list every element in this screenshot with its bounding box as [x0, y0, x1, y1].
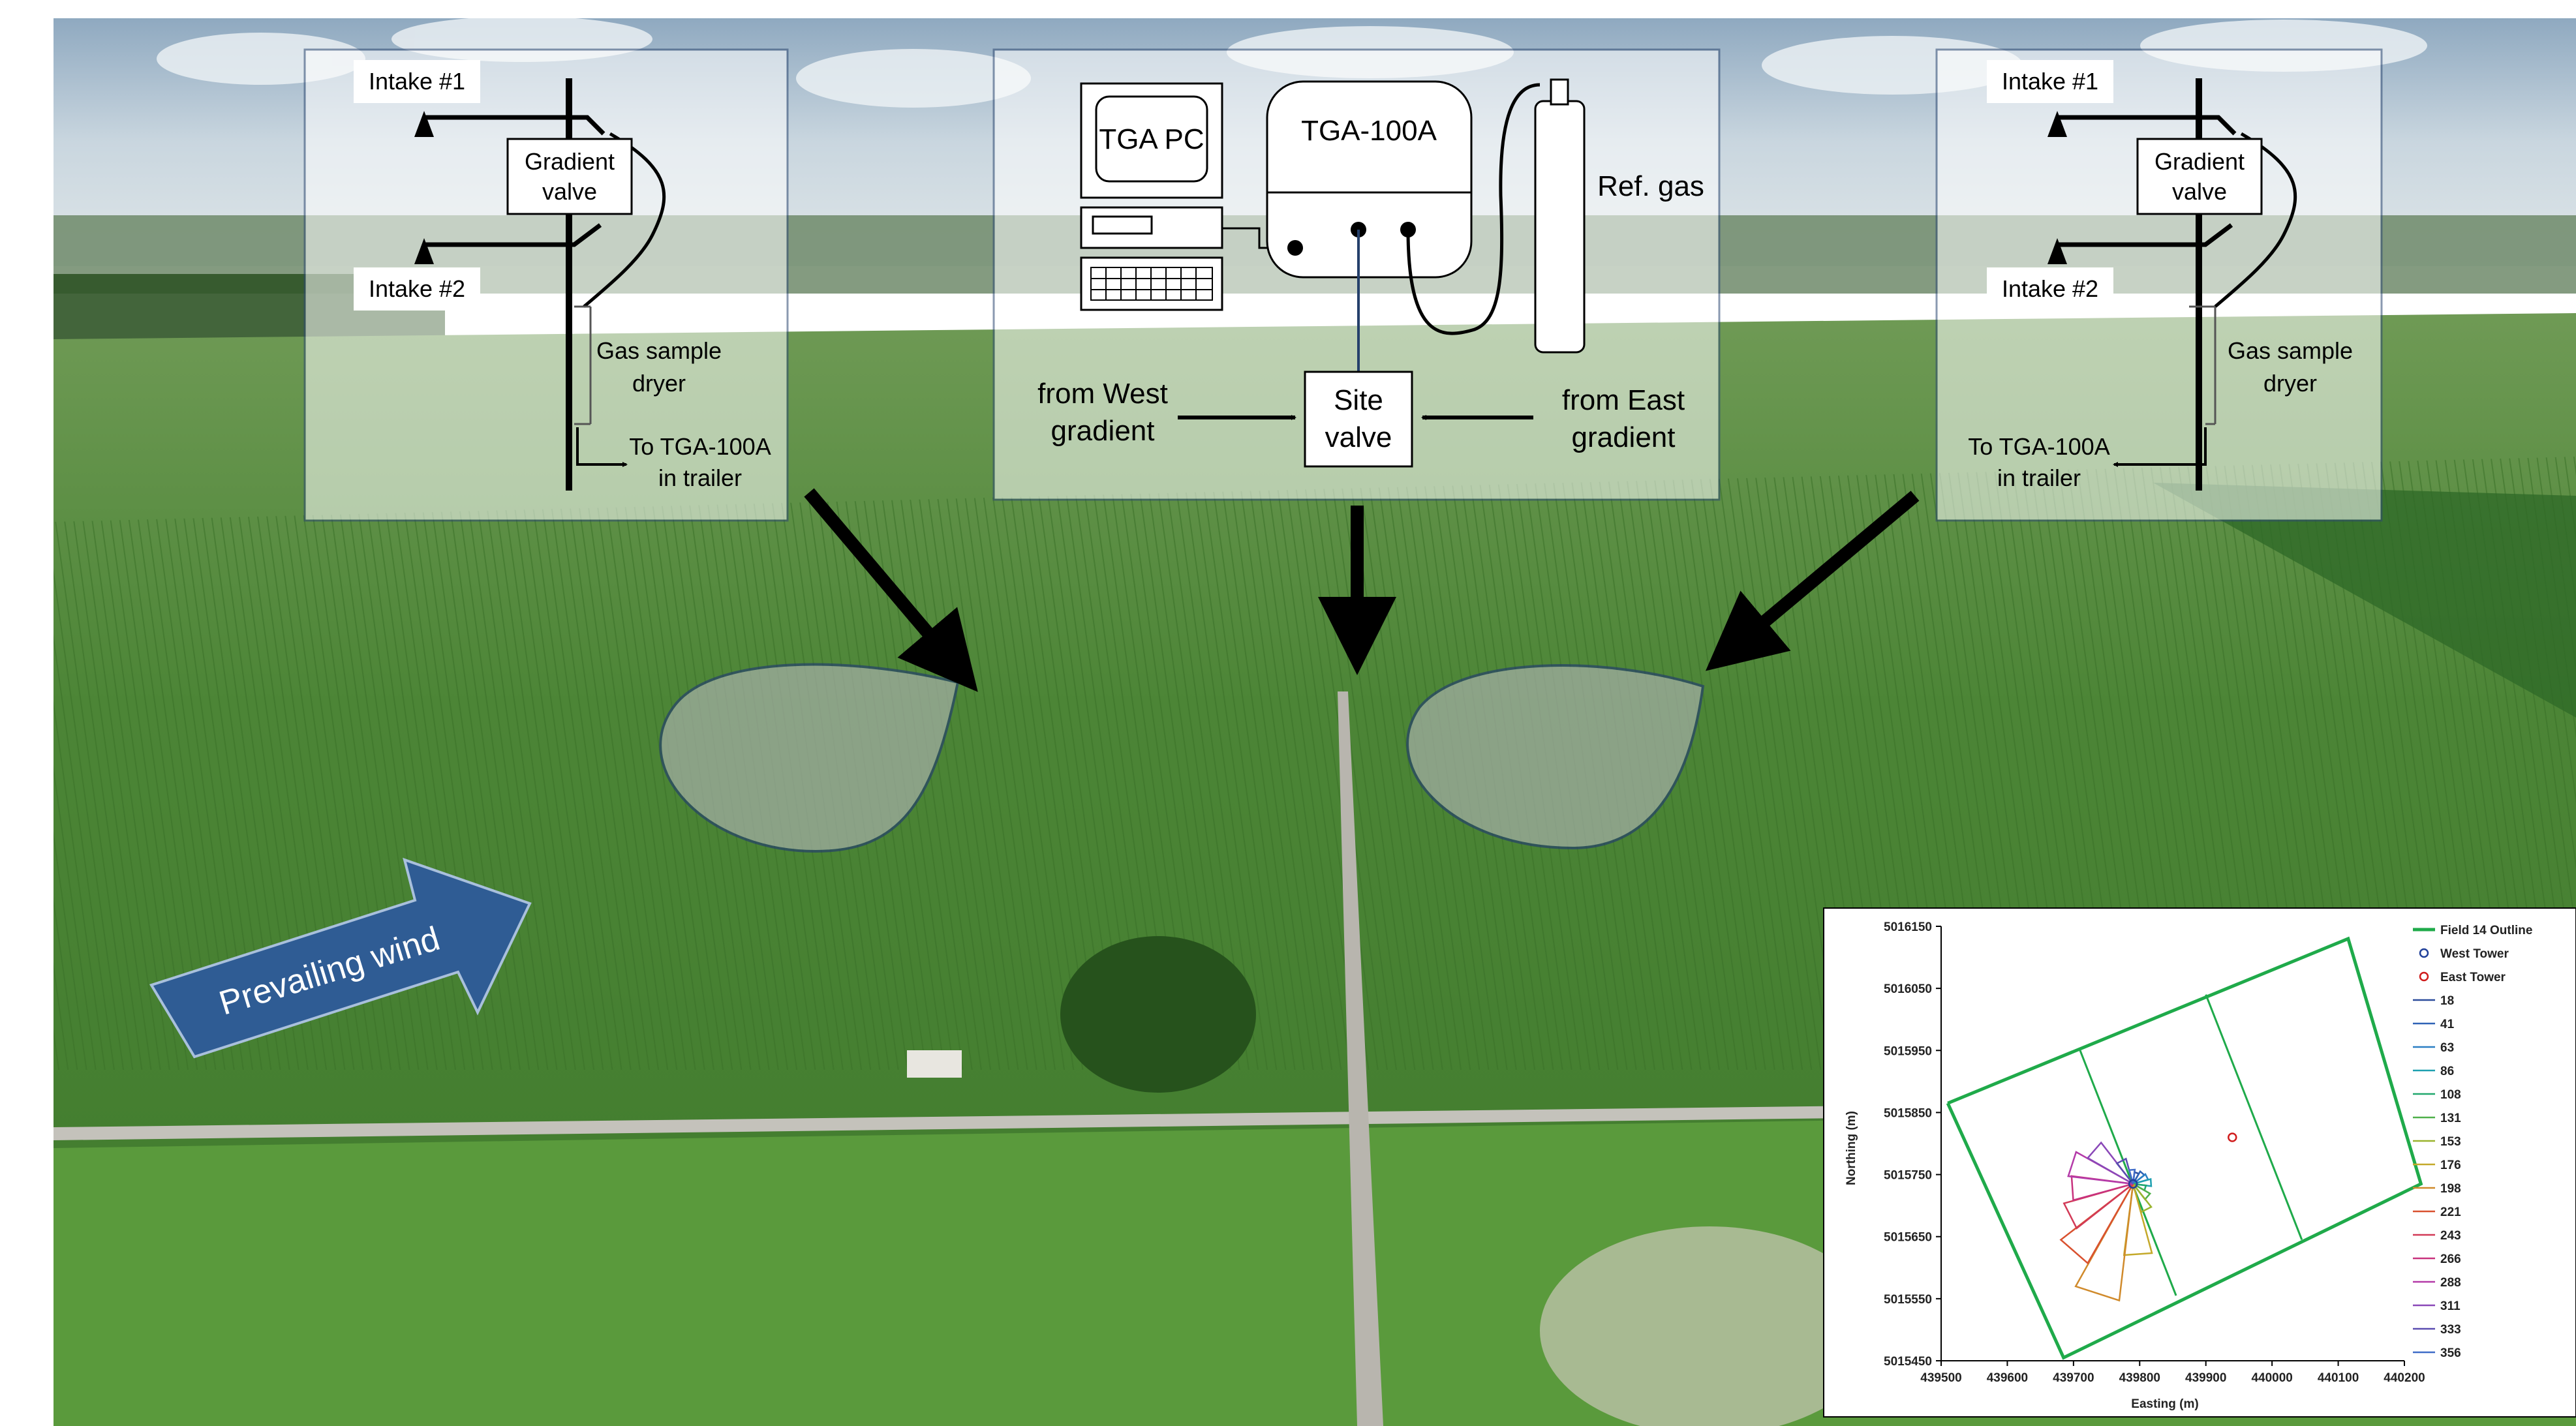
intake-2-label-box [354, 267, 480, 311]
y-tick-label: 5015550 [1884, 1293, 1932, 1307]
legend-sector-198: 198 [2440, 1182, 2461, 1196]
legend-sector-153: 153 [2440, 1135, 2461, 1149]
shed [907, 1050, 962, 1078]
wind-sector-356 [2128, 1168, 2136, 1185]
legend-east-tower-swatch [2419, 971, 2429, 982]
x-tick-label: 439800 [2119, 1371, 2160, 1385]
west-gradient-panel: Intake #1 Intake #2 Gradient valve Gas s… [303, 48, 789, 522]
legend-sector-266: 266 [2440, 1252, 2461, 1266]
legend-sector-288: 288 [2440, 1276, 2461, 1290]
x-tick-label: 440000 [2251, 1371, 2292, 1385]
site-valve-label-2: valve [1325, 421, 1392, 453]
legend-sector-86: 86 [2440, 1065, 2454, 1078]
legend-sector-311: 311 [2440, 1299, 2461, 1313]
soybean-patch [1540, 1226, 1879, 1426]
chart-axes: 439500 439600 439700 439800 439900 440000 4401… [1884, 920, 2425, 1385]
y-tick-label: 5015750 [1884, 1169, 1932, 1183]
x-tick-label: 440200 [2384, 1371, 2425, 1385]
y-tick-label: 5016050 [1884, 982, 1932, 996]
from-east-label-2: gradient [1571, 421, 1675, 453]
analyzer-label: TGA-100A [1301, 115, 1437, 147]
intake-1-label: Intake #1 [369, 68, 465, 95]
inset-chart: 439500 439600 439700 439800 439900 440000 4401… [1823, 907, 2576, 1418]
intake-2-label: Intake #2 [369, 275, 465, 302]
from-west-label-2: gradient [1050, 415, 1154, 447]
legend-west-tower: West Tower [2440, 947, 2509, 961]
to-tga-label-2: in trailer [658, 464, 742, 491]
site-valve-label-1: Site [1334, 384, 1383, 416]
legend-sector-333: 333 [2440, 1323, 2461, 1337]
east-intake-2-label-box [1987, 267, 2113, 311]
legend-sector-41: 41 [2440, 1018, 2455, 1031]
west-tower-marker [2128, 1179, 2138, 1189]
y-tick-label: 5015950 [1884, 1044, 1932, 1058]
west-footprint [659, 663, 960, 853]
intake-1-label-box [354, 60, 480, 103]
east-intake-1-label-box [1987, 60, 2113, 103]
plot-area [1946, 936, 2423, 1360]
field-interior-line [2205, 994, 2303, 1241]
gradient-valve-label-1: Gradient [525, 148, 615, 175]
east-gradient-panel: Intake #1 Intake #2 Gradient valve Gas s… [1935, 48, 2383, 522]
x-tick-label: 439600 [1987, 1371, 2028, 1385]
ref-gas-label: Ref. gas [1597, 170, 1704, 202]
tree-cluster [1060, 936, 1256, 1093]
east-tower-marker [2228, 1132, 2237, 1142]
legend-field-outline: Field 14 Outline [2440, 924, 2532, 937]
east-intake-2-label: Intake #2 [2002, 275, 2098, 302]
legend-sector-18: 18 [2440, 994, 2454, 1008]
legend-sector-131: 131 [2440, 1112, 2461, 1125]
y-tick-label: 5015450 [1884, 1355, 1932, 1369]
y-axis-label: Northing (m) [1845, 1111, 1858, 1185]
ref-gas-cylinder-icon [1534, 100, 1586, 354]
gradient-valve-label-2: valve [542, 178, 597, 205]
east-gradient-valve-box [2136, 138, 2263, 215]
east-to-tga-label-2: in trailer [1997, 464, 2081, 491]
from-west-label-1: from West [1037, 378, 1168, 410]
legend-sector-63: 63 [2440, 1041, 2454, 1055]
y-tick-label: 5015650 [1884, 1231, 1932, 1245]
east-dryer-label-2: dryer [2263, 370, 2317, 397]
legend-sector-176: 176 [2440, 1159, 2461, 1172]
right-dark-field [2153, 483, 2576, 718]
road-vertical [1338, 691, 1383, 1426]
analyzer-box [1266, 80, 1473, 279]
x-tick-label: 439700 [2053, 1371, 2094, 1385]
dryer-label-1: Gas sample [596, 337, 722, 364]
site-valve-box [1304, 371, 1413, 468]
y-tick-label: 5015850 [1884, 1106, 1932, 1120]
trailer-panel: TGA PC TGA-100A Ref. gas Site valve [992, 48, 1721, 501]
east-gradient-valve-label-2: valve [2172, 178, 2227, 205]
legend-west-tower-swatch [2419, 948, 2429, 958]
field-outline [1946, 936, 2423, 1360]
east-footprint [1406, 664, 1705, 850]
connector-arrows [804, 488, 1920, 692]
east-dryer-label-1: Gas sample [2228, 337, 2353, 364]
from-east-label-1: from East [1562, 384, 1685, 416]
to-tga-label-1: To TGA-100A [629, 433, 771, 460]
tga-pc-label: TGA PC [1099, 123, 1204, 155]
y-tick-label: 5016150 [1884, 920, 1932, 934]
legend-sector-243: 243 [2440, 1229, 2461, 1243]
legend-sector-356: 356 [2440, 1346, 2461, 1360]
field-interior-line [2079, 1050, 2177, 1296]
east-to-tga-label-1: To TGA-100A [1968, 433, 2109, 460]
legend-east-tower: East Tower [2440, 971, 2506, 984]
east-gradient-valve-label-1: Gradient [2154, 148, 2245, 175]
legend-sector-221: 221 [2440, 1206, 2461, 1219]
x-tick-label: 440100 [2318, 1371, 2359, 1385]
gradient-valve-box [506, 138, 633, 215]
x-tick-label: 439500 [1920, 1371, 1961, 1385]
dryer-label-2: dryer [632, 370, 686, 397]
legend-sector-108: 108 [2440, 1088, 2461, 1102]
x-tick-label: 439900 [2185, 1371, 2226, 1385]
east-intake-1-label: Intake #1 [2002, 68, 2098, 95]
x-axis-label: Easting (m) [2131, 1397, 2198, 1411]
